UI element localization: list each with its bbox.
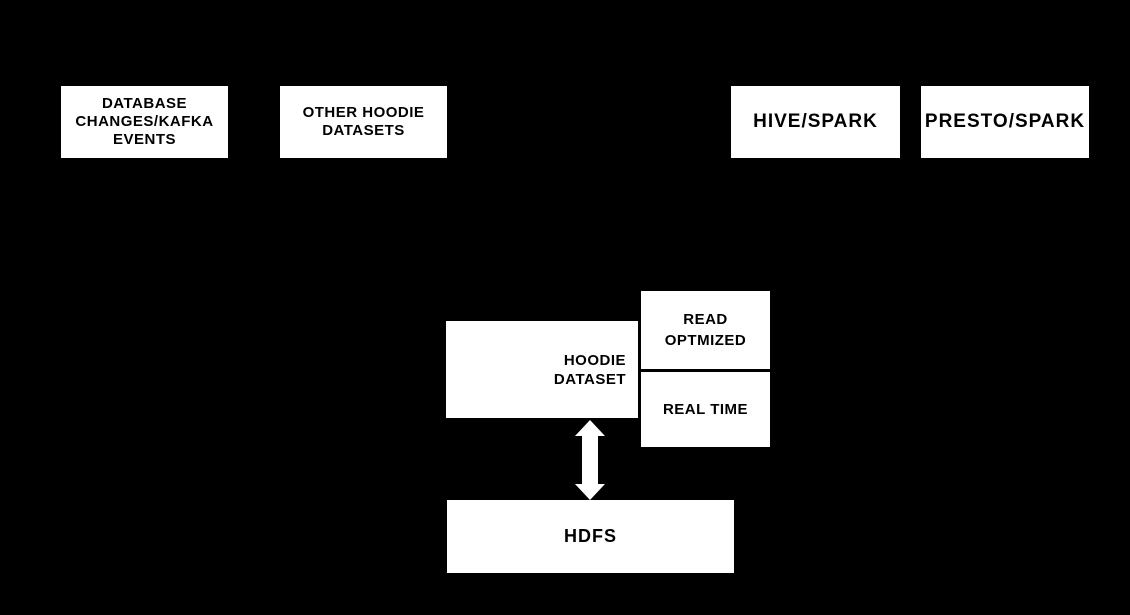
- node-label: PRESTO/SPARK: [924, 111, 1086, 132]
- node-label: READ OPTMIZED: [664, 311, 747, 349]
- node-label: HIVE/SPARK: [753, 111, 878, 132]
- node-label: HOODIE DATASET: [553, 351, 626, 388]
- node-other-hoodie-datasets: OTHER HOODIE DATASETS: [280, 86, 447, 158]
- node-read-optmized: READ OPTMIZED: [641, 291, 770, 369]
- node-label: OTHER HOODIE DATASETS: [302, 104, 425, 139]
- double-arrow-icon: [575, 420, 605, 500]
- node-hoodie-dataset: HOODIE DATASET: [446, 321, 638, 418]
- node-real-time: REAL TIME: [641, 372, 770, 447]
- node-presto-spark: PRESTO/SPARK: [921, 86, 1089, 158]
- node-hdfs: HDFS: [447, 500, 734, 573]
- node-hive-spark: HIVE/SPARK: [731, 86, 900, 158]
- node-label: DATABASE CHANGES/KAFKA EVENTS: [75, 95, 214, 148]
- node-label: REAL TIME: [662, 401, 749, 418]
- node-label: HDFS: [564, 526, 617, 546]
- node-database-changes-kafka-events: DATABASE CHANGES/KAFKA EVENTS: [61, 86, 228, 158]
